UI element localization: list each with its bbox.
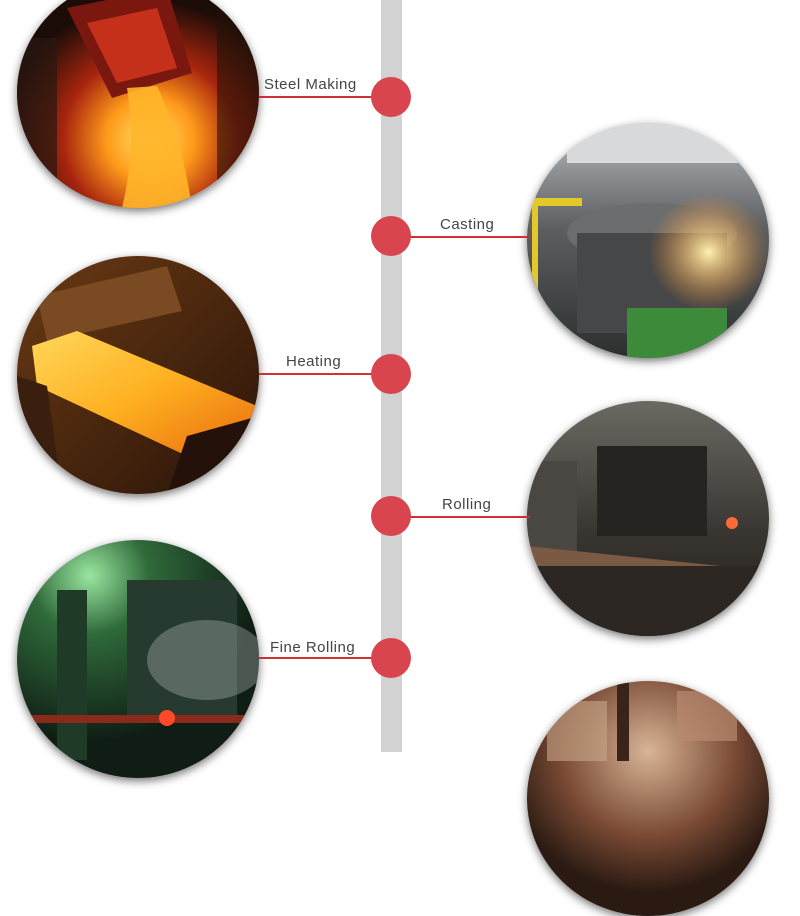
fine-rolling-connector [259,657,373,659]
heating-dot[interactable] [371,354,411,394]
casting-dot[interactable] [371,216,411,256]
rolling-dot[interactable] [371,496,411,536]
steel-making-label: Steel Making [264,76,357,93]
rolling-connector [410,516,530,518]
mill-interior-photo [527,681,769,916]
casting-connector [410,236,530,238]
casting-label: Casting [440,216,495,233]
steel-making-connector [259,96,373,98]
heating-connector [259,373,373,375]
fine-rolling-dot[interactable] [371,638,411,678]
rolling-photo [527,401,769,636]
fine-rolling-label: Fine Rolling [270,639,356,656]
steel-making-photo [17,0,259,208]
fine-rolling-photo [17,540,259,778]
heating-photo [17,256,259,494]
casting-photo [527,123,769,358]
steel-making-dot[interactable] [371,77,411,117]
rolling-label: Rolling [442,496,492,513]
heating-label: Heating [286,353,342,370]
